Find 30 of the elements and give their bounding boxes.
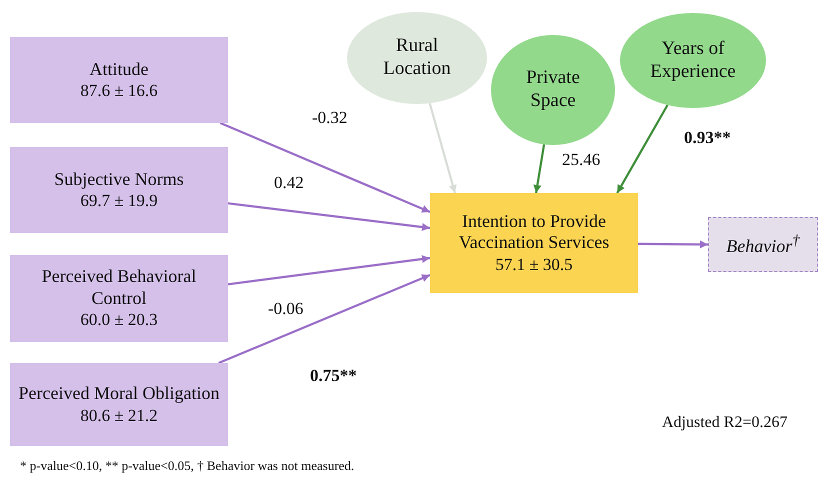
arrow (533, 144, 546, 194)
node-title: Subjective Norms (54, 168, 184, 190)
factor-box (10, 147, 228, 233)
factor-box (10, 255, 228, 342)
node-title: Intention to Provide Vaccination Services (458, 210, 610, 254)
factor-box (10, 37, 228, 123)
intention-box (430, 193, 638, 293)
score-text: 87.6 ± 16.6 (80, 80, 158, 102)
score-text: 57.1 ± 30.5 (495, 254, 573, 276)
node-title: Perceived Behavioral Control (40, 266, 198, 310)
arrow (428, 102, 457, 194)
footnote: * p-value<0.10, ** p-value<0.05, † Behavior was not measured. (20, 458, 354, 474)
node-title: Rural Location (382, 35, 452, 81)
node-title: Private Space (525, 67, 581, 113)
node-title: Perceived Moral Obligation (18, 383, 220, 405)
arrow (638, 240, 708, 248)
node-title: Years of Experience (649, 38, 737, 84)
factor-box (10, 363, 228, 446)
behavior-box (708, 217, 818, 272)
score-text: 60.0 ± 20.3 (80, 309, 158, 331)
arrow (218, 274, 430, 364)
r-squared-note: Adjusted R2=0.267 (662, 414, 788, 432)
node-title: Attitude (90, 58, 148, 80)
arrow (228, 255, 430, 286)
arrow (616, 104, 668, 194)
arrow (220, 122, 430, 214)
node-title: Behavior$^{†}$ (726, 232, 800, 258)
score-text: 80.6 ± 21.2 (80, 404, 158, 426)
arrow (228, 202, 430, 231)
score-text: 69.7 ± 19.9 (80, 190, 158, 212)
